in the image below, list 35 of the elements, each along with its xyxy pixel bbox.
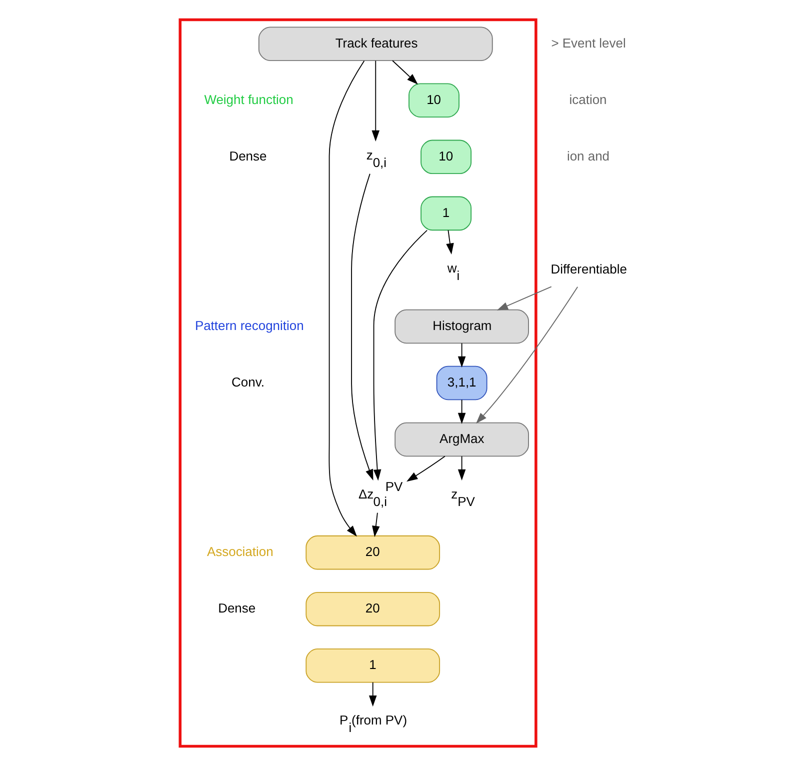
label: Dense bbox=[218, 600, 256, 616]
label: > Event level bbox=[551, 35, 626, 50]
node-box: Histogram bbox=[394, 309, 529, 344]
arrow bbox=[476, 286, 578, 424]
cluster bbox=[178, 18, 538, 748]
node-box: 20 bbox=[306, 592, 440, 626]
arrow bbox=[372, 60, 380, 142]
node-box: 1 bbox=[306, 648, 440, 683]
arrow bbox=[458, 456, 466, 481]
arrow bbox=[351, 173, 374, 481]
label: Association bbox=[206, 544, 274, 559]
label: Conv. bbox=[232, 374, 264, 390]
label: ication bbox=[569, 92, 607, 107]
arrow bbox=[458, 399, 466, 424]
arrow bbox=[328, 60, 365, 537]
arrow bbox=[458, 342, 466, 368]
arrow bbox=[496, 286, 552, 310]
node-box: ArgMax bbox=[394, 422, 529, 457]
label: ion and bbox=[566, 148, 610, 164]
arrow bbox=[368, 682, 377, 707]
label: Pattern recognition bbox=[194, 318, 304, 333]
arrow bbox=[406, 456, 446, 482]
node-box: 1 bbox=[420, 196, 472, 231]
arrow bbox=[372, 512, 380, 538]
node-box: Track features bbox=[258, 26, 493, 62]
arrow bbox=[392, 60, 418, 84]
arrow bbox=[373, 230, 428, 481]
node-box: 20 bbox=[306, 535, 440, 570]
node-text: Differentiable bbox=[550, 261, 627, 276]
node-box: 10 bbox=[408, 83, 460, 118]
arrow bbox=[446, 230, 454, 254]
label: Dense bbox=[229, 148, 267, 164]
node-box: 10 bbox=[420, 140, 472, 174]
label: Weight function bbox=[204, 92, 294, 107]
node-box: 3,1,1 bbox=[436, 366, 488, 400]
